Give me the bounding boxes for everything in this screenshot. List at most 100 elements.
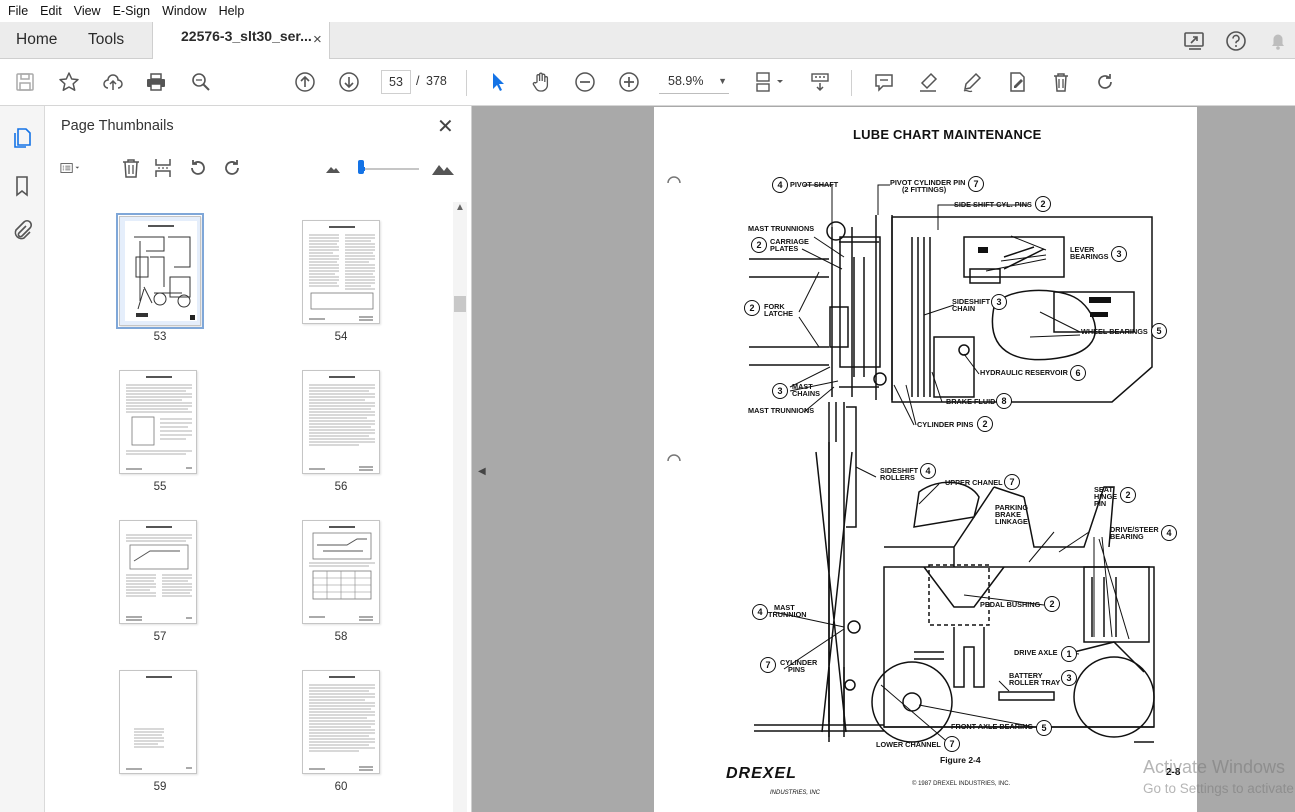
menu-window[interactable]: Window — [162, 4, 207, 18]
scrollbar-thumb[interactable] — [454, 296, 466, 312]
callout-label: MAST — [774, 603, 795, 612]
share-screen-icon[interactable] — [1183, 30, 1207, 55]
tab-document-label: 22576-3_slt30_ser... — [181, 28, 312, 44]
rotate-counterclockwise-icon[interactable] — [186, 156, 212, 180]
bookmark-star-icon[interactable] — [56, 69, 82, 95]
extract-page-icon[interactable] — [152, 156, 178, 180]
panel-close-button[interactable]: ✕ — [437, 116, 454, 138]
search-icon[interactable] — [188, 69, 214, 95]
callout-label: MAST TRUNNIONS — [748, 224, 815, 233]
menu-bar: File Edit View E-Sign Window Help — [0, 0, 1295, 22]
tab-tools[interactable]: Tools — [88, 31, 125, 48]
menu-file[interactable]: File — [8, 4, 29, 18]
chevron-down-icon: ▼ — [718, 76, 727, 86]
document-page-number: 2-8 — [1166, 767, 1181, 778]
thumbnail-page-53[interactable] — [116, 213, 204, 329]
attachments-paperclip-icon[interactable] — [10, 219, 34, 243]
callout-number: 4 — [752, 604, 768, 620]
thumbnail-page-58[interactable] — [302, 520, 380, 624]
callout-label: LOWER CHANNEL — [876, 740, 941, 749]
zoom-level-value: 58.9% — [668, 74, 704, 88]
tab-document[interactable]: 22576-3_slt30_ser... × — [152, 22, 330, 60]
page-number-input[interactable]: 53 — [381, 70, 411, 94]
callout-label: TRUNNION — [768, 610, 807, 619]
thumbnail-page-label: 58 — [334, 631, 348, 643]
menu-help[interactable]: Help — [218, 4, 245, 18]
thumbnail-page-57[interactable] — [119, 520, 197, 624]
edit-pdf-icon[interactable] — [1004, 69, 1030, 95]
callout-label: LINKAGE — [995, 517, 1028, 526]
menu-view[interactable]: View — [73, 4, 101, 18]
next-page-icon[interactable] — [336, 69, 362, 95]
select-cursor-icon[interactable] — [485, 69, 511, 95]
callout-label: FORK — [764, 302, 785, 311]
page-total: 378 — [426, 74, 447, 88]
callout-label: BATTERY — [1009, 671, 1043, 680]
callout-number: 5 — [1036, 720, 1052, 736]
toolbar-divider — [851, 70, 852, 96]
thumbnail-size-slider[interactable] — [361, 168, 419, 170]
page-thumbnails-panel: Page Thumbnails ✕ 53 54 55 — [45, 106, 472, 812]
menu-esign[interactable]: E-Sign — [112, 4, 151, 18]
callout-label: DRIVE/STEER — [1110, 525, 1159, 534]
thumbnail-options-menu-icon[interactable] — [59, 156, 97, 180]
thumbnail-page-54[interactable] — [302, 220, 380, 324]
page-thumbnails-icon[interactable] — [10, 126, 34, 150]
collapse-panel-arrow-icon[interactable]: ◀ — [478, 466, 486, 477]
save-icon[interactable] — [12, 69, 38, 95]
zoom-out-icon[interactable] — [572, 69, 598, 95]
callout-label: PLATES — [770, 244, 799, 253]
figure-caption: Figure 2-4 — [940, 755, 981, 765]
callout-label: CHAINS — [792, 389, 820, 398]
zoom-level-select[interactable]: 58.9% ▼ — [659, 70, 729, 94]
comment-icon[interactable] — [871, 69, 897, 95]
panel-title: Page Thumbnails — [61, 118, 174, 134]
sign-pen-icon[interactable] — [959, 69, 985, 95]
callout-number: 6 — [1070, 365, 1086, 381]
menu-edit[interactable]: Edit — [40, 4, 62, 18]
toolbar-divider — [466, 70, 467, 96]
thumbnail-scrollbar[interactable] — [453, 202, 467, 812]
thumbnail-page-label: 56 — [334, 481, 348, 493]
upload-cloud-icon[interactable] — [100, 69, 126, 95]
callout-label: ROLLERS — [880, 473, 915, 482]
hand-tool-icon[interactable] — [528, 69, 554, 95]
callout-label: CYLINDER PINS — [917, 420, 974, 429]
callout-number: 7 — [944, 736, 960, 752]
thumbnail-page-label: 54 — [334, 331, 348, 343]
callout-number: 3 — [1061, 670, 1077, 686]
callout-label: (2 FITTINGS) — [902, 185, 947, 194]
thumbnail-page-59[interactable] — [119, 670, 197, 774]
scroll-up-arrow-icon[interactable]: ▲ — [455, 202, 465, 213]
thumbnail-page-55[interactable] — [119, 370, 197, 474]
callout-label: PIN — [1094, 499, 1107, 508]
thumbnail-page-60[interactable] — [302, 670, 380, 774]
delete-trash-icon[interactable] — [1048, 69, 1074, 95]
page-display-icon[interactable] — [752, 69, 788, 95]
print-icon[interactable] — [143, 69, 169, 95]
callout-number: 4 — [920, 463, 936, 479]
tab-home[interactable]: Home — [16, 31, 58, 48]
thumbnail-page-label: 55 — [153, 481, 167, 493]
notifications-bell-icon[interactable] — [1267, 30, 1289, 55]
bookmarks-icon[interactable] — [10, 174, 34, 198]
zoom-in-icon[interactable] — [616, 69, 642, 95]
large-mountain-icon — [431, 156, 457, 180]
help-icon[interactable] — [1225, 30, 1247, 55]
previous-page-icon[interactable] — [292, 69, 318, 95]
slider-handle[interactable] — [358, 160, 364, 174]
thumbnail-page-label: 59 — [153, 781, 167, 793]
scrolling-mode-icon[interactable] — [807, 69, 833, 95]
highlight-pen-icon[interactable] — [915, 69, 941, 95]
thumbnail-page-56[interactable] — [302, 370, 380, 474]
tab-bar: Home Tools 22576-3_slt30_ser... × — [0, 22, 1295, 60]
tab-close-button[interactable]: × — [313, 31, 322, 48]
rotate-clockwise-icon[interactable] — [220, 156, 246, 180]
callout-label: BRAKE FLUID — [946, 397, 996, 406]
callout-label: SEAT — [1094, 485, 1113, 494]
callout-label: CHAIN — [952, 304, 976, 313]
delete-page-icon[interactable] — [119, 156, 145, 180]
callout-number: 3 — [991, 294, 1007, 310]
drexel-logo-subtitle: INDUSTRIES, INC — [770, 790, 821, 796]
rotate-redo-icon[interactable] — [1092, 69, 1118, 95]
